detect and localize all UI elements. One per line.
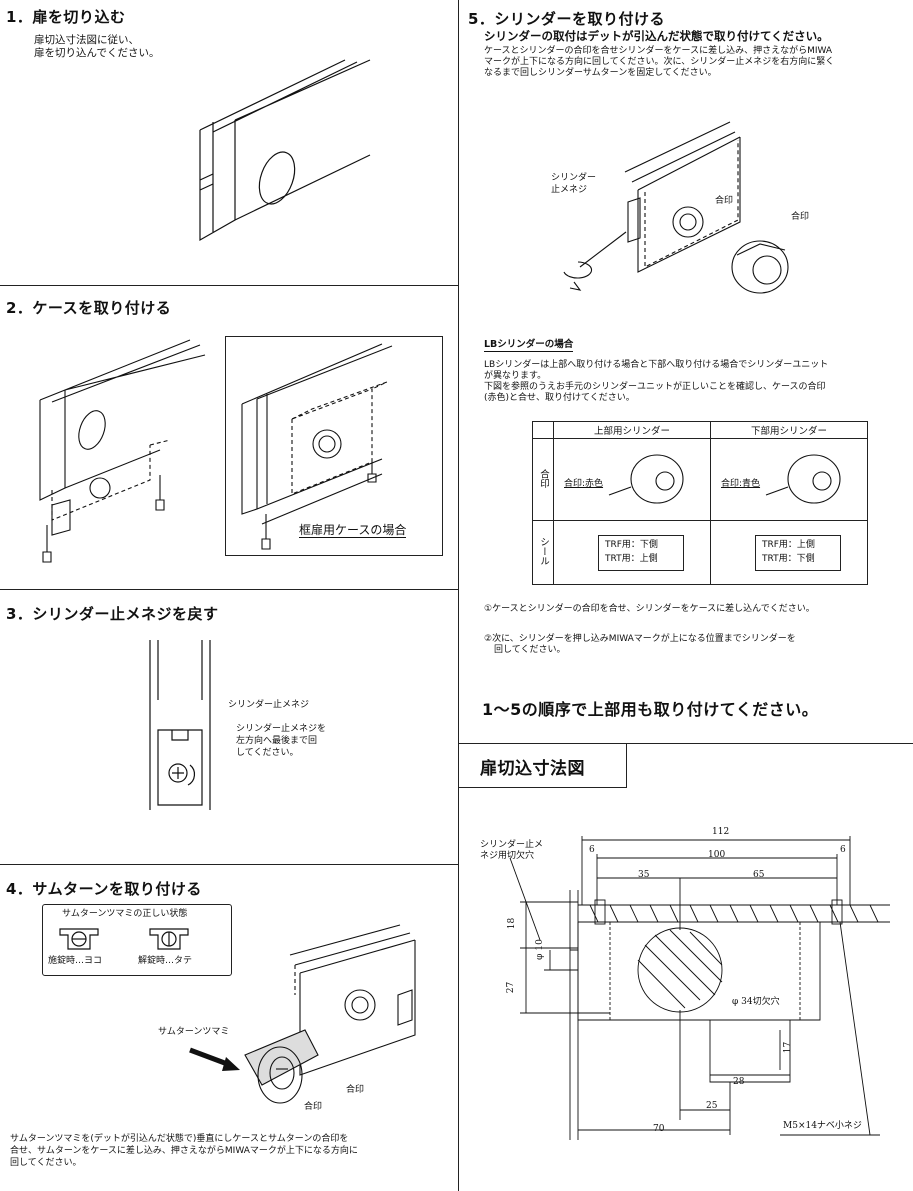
dim-28: 28 <box>733 1077 745 1087</box>
frame-door-case-illustration <box>241 343 393 550</box>
cylinder-screw-label: シリンダー止メネジ <box>228 700 310 710</box>
dim-65: 65 <box>753 870 765 880</box>
lower-cylinder-icon <box>765 454 841 504</box>
section-5-body: なるまで回しシリンダーサムターンを固定してください。 <box>484 68 717 78</box>
lb-text: LBシリンダーは上部へ取り付ける場合と下部へ取り付ける場合でシリンダーユニット <box>484 360 829 370</box>
dim-6: 6 <box>589 845 595 855</box>
section-5-body: マークが上下になる方向に回してください。次に、シリンダー止メネジを右方向に緊く <box>484 57 835 67</box>
dim-112: 112 <box>712 827 730 837</box>
section-3-instruction: シリンダー止メネジを <box>236 724 327 734</box>
cut-title-box <box>458 743 627 788</box>
dim-100: 100 <box>708 850 726 860</box>
section-2-title: 2．ケースを取り付ける <box>6 299 172 317</box>
dim-35: 35 <box>638 870 650 880</box>
thumbturn-install-illustration <box>189 924 416 1104</box>
seal-text: TRT用：上側 <box>605 554 658 564</box>
thumbturn-states-illustration <box>59 928 189 950</box>
dim-phi10: φ 10 <box>534 939 545 960</box>
seal-text: TRF用：下側 <box>605 540 658 550</box>
thumbturn-knob-label: サムターンツマミ <box>158 1027 230 1037</box>
case-install-illustration <box>39 339 206 563</box>
section-4-body: 合せ、サムターンをケースに差し込み、押さえながらMIWAマークが上下になる方向に <box>10 1146 358 1156</box>
mark-label: 合印 <box>346 1085 365 1095</box>
section-3-title: 3．シリンダー止メネジを戻す <box>6 605 219 623</box>
dim-6: 6 <box>840 845 846 855</box>
section-4-body: 回してください。 <box>10 1158 82 1168</box>
section-3-instruction: してください。 <box>236 748 299 758</box>
dim-18: 18 <box>507 917 518 930</box>
thumbturn-state-title: サムターンツマミの正しい状態 <box>62 909 188 919</box>
cut-diagram-title: 扉切込寸法図 <box>480 759 585 779</box>
lb-heading: LBシリンダーの場合 <box>484 339 574 352</box>
seal-text: TRF用：上側 <box>762 540 815 550</box>
section-5-lead: シリンダーの取付はデットが引込んだ状態で取り付けてください。 <box>484 29 829 43</box>
cut-note: シリンダー止メ <box>480 840 544 850</box>
mark-label: 合印 <box>715 196 734 206</box>
column-divider <box>458 0 459 1191</box>
lb-step-2: ②次に、シリンダーを押し込みMIWAマークが上になる位置までシリンダーを <box>484 634 796 644</box>
mark-label: 合印 <box>791 212 810 222</box>
thumbturn-state-box <box>42 904 232 976</box>
section-3-instruction: 左方向へ最後まで回 <box>236 736 318 746</box>
dim-27: 27 <box>506 981 517 994</box>
door-cut-illustration <box>199 59 371 242</box>
section-5-body: ケースとシリンダーの合印を合せシリンダーをケースに差し込み、押さえながらMIWA <box>484 46 833 56</box>
mark-label: 合印 <box>304 1102 323 1112</box>
section-divider <box>0 285 458 286</box>
section-4-body: サムターンツマミを(デットが引込んだ状態で)垂直にしケースとサムターンの合印を <box>10 1134 349 1144</box>
section-4-title: 4．サムターンを取り付ける <box>6 880 202 898</box>
cut-note: ネジ用切欠穴 <box>480 851 535 861</box>
col-upper: 上部用シリンダー <box>553 421 711 439</box>
section-1-title: 1．扉を切り込む <box>6 8 126 26</box>
lock-state-label: 施錠時…ヨコ <box>48 956 103 966</box>
lb-step-1: ①ケースとシリンダーの合印を合せ、シリンダーをケースに差し込んでください。 <box>484 604 815 614</box>
section-divider <box>0 864 458 865</box>
lb-step-2: 回してください。 <box>494 645 566 655</box>
section-1-text: 扉を切り込んでください。 <box>34 47 160 59</box>
section-5-title: 5．シリンダーを取り付ける <box>468 10 665 28</box>
frame-door-case-label: 框扉用ケースの場合 <box>299 523 407 538</box>
col-lower: 下部用シリンダー <box>710 421 868 439</box>
upper-cylinder-icon <box>608 454 684 504</box>
dim-phi34: φ 34切欠穴 <box>732 997 780 1007</box>
lb-text: (赤色)と合せ、取り付けてください。 <box>484 393 635 403</box>
cylinder-screw-label: シリンダー <box>551 173 597 183</box>
cylinder-screw-illustration <box>149 640 211 810</box>
seal-text: TRT用：下側 <box>762 554 815 564</box>
mark-red-label: 合印:赤色 <box>564 479 604 489</box>
upper-seal-box: TRF用：下側 TRT用：上側 <box>598 535 684 571</box>
lower-seal-box: TRF用：上側 TRT用：下側 <box>755 535 841 571</box>
section-divider <box>458 743 913 744</box>
row-mark-label: 合印 <box>538 468 549 488</box>
mark-blue-label: 合印:青色 <box>721 479 761 489</box>
dim-70: 70 <box>653 1124 665 1134</box>
unlock-state-label: 解錠時…タテ <box>138 956 193 966</box>
lb-cylinder-table: 上部用シリンダー 下部用シリンダー 合印 合印:赤色 合印:青色 シール TRF… <box>532 421 868 585</box>
door-cut-dimension-drawing <box>509 836 890 1140</box>
section-divider <box>0 589 458 590</box>
lb-text: 下図を参照のうえお手元のシリンダーユニットが正しいことを確認し、ケースの合印 <box>484 382 826 392</box>
section-1-text: 扉切込寸法図に従い、 <box>34 34 139 46</box>
frame-door-case-box <box>225 336 443 556</box>
dim-17: 17 <box>783 1041 794 1054</box>
lb-text: が異なります。 <box>484 371 547 381</box>
row-seal-label: シール <box>538 536 549 566</box>
repeat-instruction: 1～5の順序で上部用も取り付けてください。 <box>482 700 819 719</box>
dim-25: 25 <box>706 1101 718 1111</box>
cylinder-install-illustration <box>563 121 789 294</box>
screw-spec: M5×14ナベ小ネジ <box>783 1121 862 1131</box>
cylinder-screw-label: 止メネジ <box>551 185 588 195</box>
